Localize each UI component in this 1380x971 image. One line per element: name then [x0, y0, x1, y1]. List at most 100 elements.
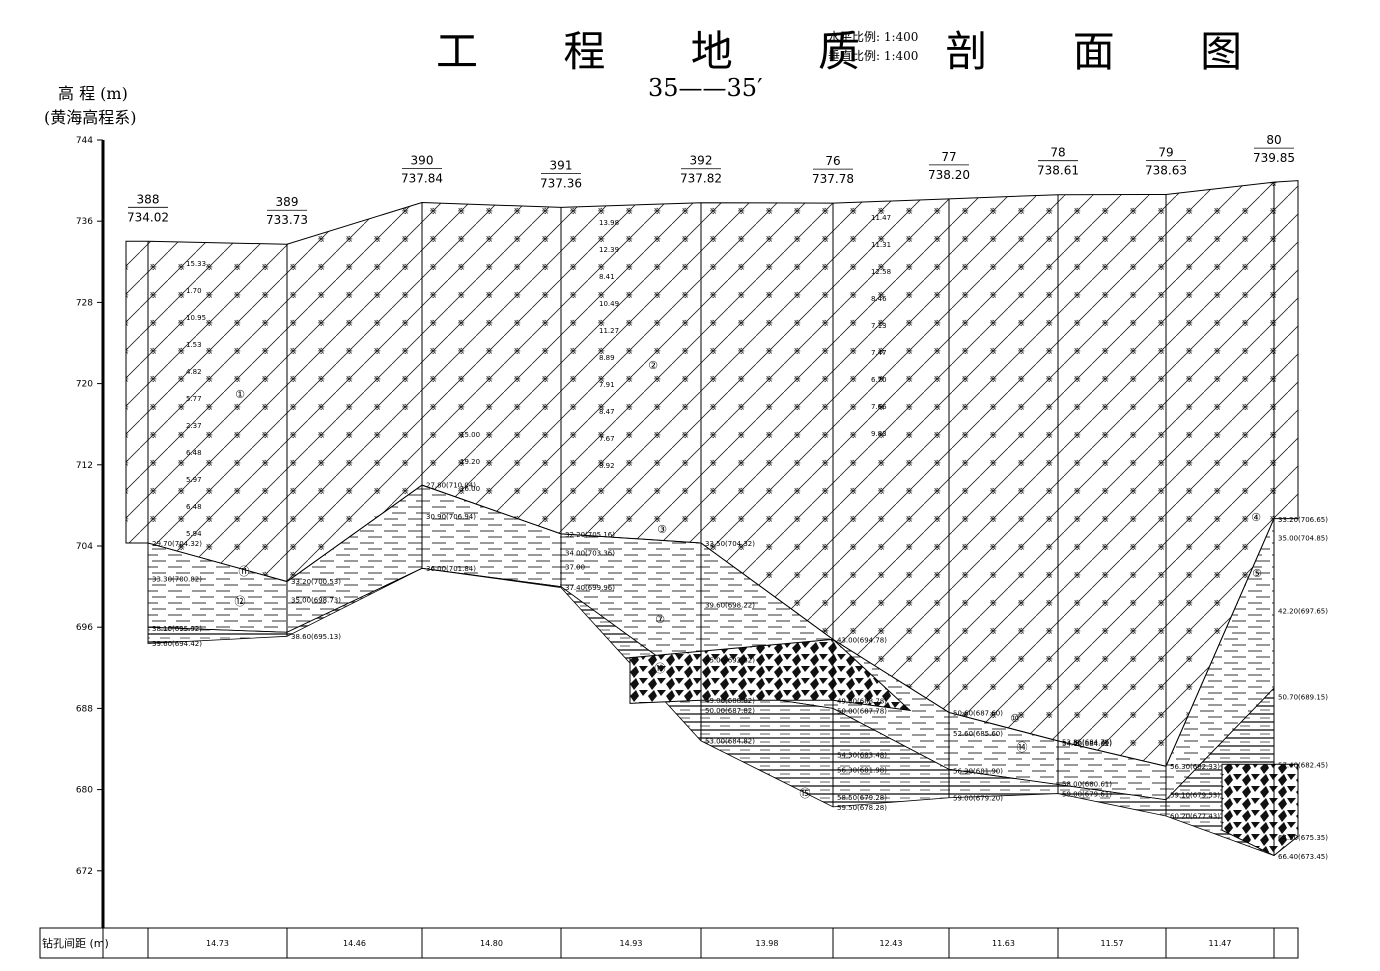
depth-label: 33.20(700.53): [291, 578, 341, 586]
borehole-labels: 388734.02389733.73390737.84391737.363927…: [127, 133, 1295, 227]
borehole-elevation: 737.84: [401, 172, 443, 186]
depth-label: 45.00(692.82): [705, 656, 755, 664]
depth-label: 35.00(704.85): [1278, 534, 1328, 542]
depth-label: 34.00(703.36): [565, 549, 615, 557]
depth-label: 32.20(705.16): [565, 531, 615, 539]
depth-label: 36.00(701.84): [426, 565, 476, 573]
spacing-value: 13.98: [756, 939, 779, 948]
spt-value: 10.95: [186, 314, 206, 322]
spacing-table-frame: [39, 927, 1299, 959]
borehole-id: 388: [137, 192, 160, 206]
borehole-id: 391: [550, 158, 573, 172]
spacing-value: 12.43: [880, 939, 903, 948]
depth-label: 56.30(682.33): [1170, 763, 1220, 771]
spt-value: 2.37: [186, 422, 202, 430]
borehole-lines: [147, 182, 1275, 856]
borehole-elevation: 733.73: [266, 213, 308, 227]
depth-label: 60.20(677.43): [1170, 813, 1220, 821]
borehole-id: 390: [411, 154, 434, 168]
depth-label: 58.50(679.28): [837, 794, 887, 802]
depth-label: 54.30(683.48): [837, 751, 887, 759]
depth-label: 37.00: [565, 563, 585, 571]
spacing-value: 11.57: [1101, 939, 1124, 948]
depth-label: 53.85(684.76): [1062, 738, 1112, 746]
spacing-value: 11.47: [1209, 939, 1232, 948]
depth-label: 38.10(695.92): [152, 625, 202, 633]
depth-label: 27.80(710.04): [426, 482, 476, 490]
depth-label: 43.00(694.78): [837, 637, 887, 645]
spt-value: 6.70: [871, 376, 887, 384]
borehole-id: 79: [1158, 146, 1173, 160]
depth-annotations: 29.70(704.32) 33.30(700.82) 38.10(695.92) 3…: [152, 214, 1328, 861]
borehole-id: 80: [1266, 133, 1281, 147]
layer-tag: ⑮: [800, 787, 811, 800]
spt-value: 7.67: [599, 435, 615, 443]
spt-value: 8.92: [599, 462, 615, 470]
borehole-elevation: 738.63: [1145, 164, 1187, 178]
drawing-title: 工 程 地 质 剖 面 图: [436, 27, 1279, 76]
depth-label: 59.50(678.28): [837, 804, 887, 812]
depth-label: 66.40(673.45): [1278, 853, 1328, 861]
layer-tag: ⑩: [1010, 712, 1020, 725]
axis-tick-label: 704: [76, 542, 93, 552]
depth-label: 39.60(698.22): [705, 602, 755, 610]
borehole-id: 77: [941, 150, 956, 164]
depth-label: 50.00(687.82): [705, 707, 755, 715]
depth-label: 39.60(694.42): [152, 640, 202, 648]
layer-tag: ⑭: [1017, 741, 1028, 754]
spt-value: 16.00: [460, 485, 480, 493]
spt-value: 1.70: [186, 287, 202, 295]
depth-label: 49.00(688.78): [837, 697, 887, 705]
depth-label: 50.60(687.60): [953, 709, 1003, 717]
vertical-scale: 垂直比例: 1:400: [828, 49, 919, 63]
section-identifier: 35——35′: [648, 74, 763, 102]
spt-value: 12.58: [871, 268, 891, 276]
spacing-value: 11.63: [992, 939, 1015, 948]
axis-tick-label: 728: [76, 298, 93, 308]
depth-label: 33.20(706.65): [1278, 516, 1328, 524]
layer-tag: ⑫: [235, 595, 246, 608]
spt-value: 7.47: [871, 349, 887, 357]
depth-label: 54.00(684.61): [1062, 740, 1112, 748]
depth-label: 33.30(700.82): [152, 575, 202, 583]
depth-label: 33.50(704.32): [705, 540, 755, 548]
depth-label: 64.50(675.35): [1278, 834, 1328, 842]
spt-value: 5.97: [186, 476, 202, 484]
layer-tag: ②: [648, 359, 658, 372]
spacing-value: 14.80: [480, 939, 503, 948]
spt-value: 10.49: [599, 300, 619, 308]
spt-value: 8.41: [599, 273, 615, 281]
depth-label: 50.70(689.15): [1278, 694, 1328, 702]
depth-label: 52.60(685.60): [953, 730, 1003, 738]
spt-value: 15.00: [460, 431, 480, 439]
borehole-elevation: 738.61: [1037, 164, 1079, 178]
depth-label: 49.00(688.82): [705, 697, 755, 705]
spt-value: 8.47: [599, 408, 615, 416]
spt-value: 12.39: [599, 246, 619, 254]
borehole-id: 78: [1050, 146, 1065, 160]
spt-value: 8.46: [871, 295, 887, 303]
depth-label: 29.70(704.32): [152, 540, 202, 548]
layer-tag: ⑤: [1252, 567, 1262, 580]
depth-label: 59.10(679.53): [1170, 791, 1220, 799]
depth-label: 35.00(698.73): [291, 596, 341, 604]
spt-value: 4.82: [186, 368, 202, 376]
spt-value: 7.91: [599, 381, 615, 389]
elevation-system-label: (黄海高程系): [44, 108, 137, 127]
spt-value: 6.48: [186, 503, 202, 511]
layer-tag: ⑪: [239, 565, 250, 578]
depth-label: 53.00(684.82): [705, 738, 755, 746]
spacing-value: 14.93: [620, 939, 643, 948]
borehole-elevation: 737.82: [680, 172, 722, 186]
borehole-elevation: 739.85: [1253, 151, 1295, 165]
spt-value: 8.89: [599, 354, 615, 362]
spt-value: 5.77: [186, 395, 202, 403]
layer-tag: ①: [235, 388, 245, 401]
spt-value: 7.13: [871, 322, 887, 330]
depth-label: 30.90(706.94): [426, 513, 476, 521]
spt-value: 9.83: [871, 430, 887, 438]
axis-tick-label: 720: [76, 380, 93, 390]
depth-label: 37.40(699.96): [565, 584, 615, 592]
